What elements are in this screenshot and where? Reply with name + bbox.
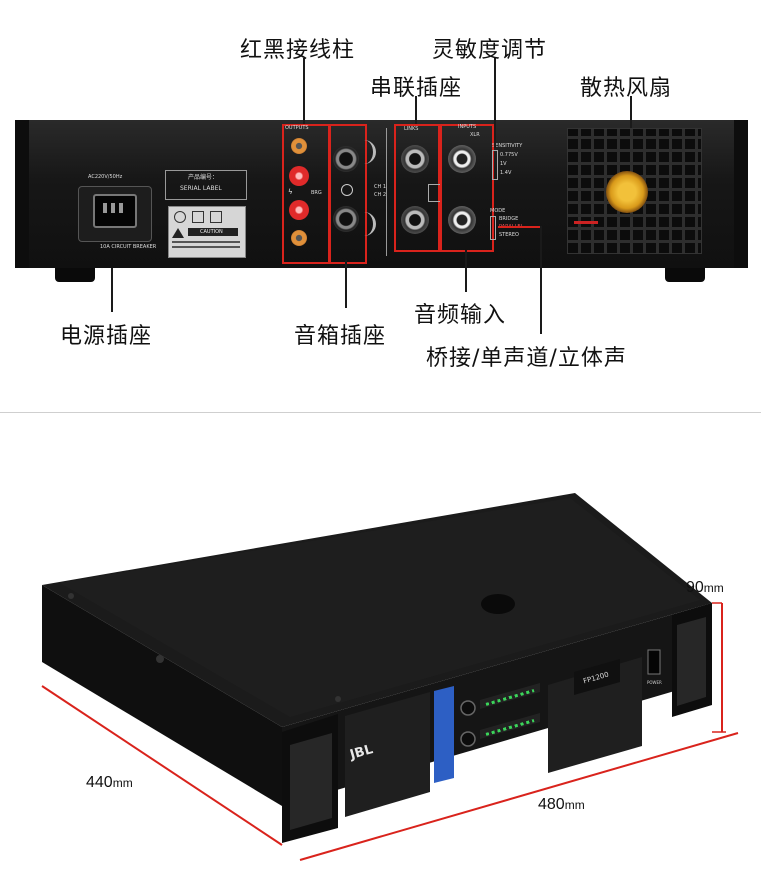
sensitivity-option: 0.775V [500, 152, 518, 158]
callout-red-black-terminals: 红黑接线柱 [240, 38, 356, 63]
callout-line [415, 96, 417, 124]
breaker-label: 10A CIRCUIT BREAKER [100, 244, 157, 250]
serial-title: 产品编号： [188, 174, 219, 181]
lightning-icon: ϟ [288, 188, 293, 196]
rack-ear-right [734, 120, 748, 268]
ch1-label: CH 1 [374, 184, 387, 190]
gain-knob-ch2 [460, 731, 476, 747]
xlr-input-socket-ch1[interactable] [448, 145, 476, 173]
callout-sensitivity-adjust: 灵敏度调节 [432, 38, 548, 63]
cooling-fan-grille [567, 128, 702, 254]
certification-icon [174, 211, 186, 223]
foot-right [665, 268, 705, 282]
power-inlet[interactable] [93, 194, 137, 228]
warning-triangle-icon [172, 228, 184, 238]
gain-knob-ch1 [460, 700, 476, 716]
depth-dimension-label: 440mm [86, 774, 133, 791]
callout-line [345, 260, 347, 308]
outputs-label: OUTPUTS [285, 125, 309, 131]
foot-left [55, 268, 95, 282]
dimension-depth-line [41, 685, 283, 846]
sensitivity-switch[interactable] [492, 150, 498, 180]
xlr-link-socket-ch1[interactable] [401, 145, 429, 173]
links-label: LINKS [404, 126, 419, 132]
sensitivity-label: SENSITIVITY [492, 143, 523, 149]
power-pin [111, 203, 115, 213]
warning-text-line [172, 246, 240, 248]
chassis-side [42, 585, 282, 806]
front-grille-right [548, 657, 642, 773]
callout-mode-switch: 桥接/单声道/立体声 [426, 346, 627, 371]
ac-input-label: AC220V/50Hz [88, 174, 123, 180]
model-badge [574, 659, 620, 695]
serial-label-text: SERIAL LABEL [180, 185, 222, 192]
ch2-label: CH 2 [374, 192, 387, 198]
arrow-arc-icon [363, 212, 376, 236]
sensitivity-option: 1V [500, 161, 507, 167]
arrow-arc-icon [363, 140, 376, 164]
caution-bar [188, 228, 238, 236]
fan-icon [606, 171, 648, 213]
mode-selector-icon [341, 184, 353, 196]
callout-speaker-socket: 音箱插座 [294, 324, 387, 349]
mode-label: MODE [490, 208, 506, 214]
binding-post-black[interactable] [291, 138, 307, 154]
xlr-input-socket-ch2[interactable] [448, 206, 476, 234]
mode-option: STEREO [499, 232, 519, 238]
series-socket-highlight [394, 124, 440, 252]
callout-cooling-fan: 散热风扇 [580, 76, 673, 101]
serial-label-box [165, 170, 247, 200]
caution-text: CAUTION [200, 229, 223, 235]
callout-line [303, 58, 305, 124]
width-dimension-label: 480mm [538, 796, 585, 813]
ventilation-dome [481, 594, 515, 614]
callout-line [494, 58, 496, 148]
xlr-link-socket-ch2[interactable] [401, 206, 429, 234]
callout-line [630, 96, 632, 128]
callout-power-socket: 电源插座 [60, 324, 153, 349]
sensitivity-option: 1.4V [500, 170, 512, 176]
speakon-socket-ch1[interactable] [333, 146, 359, 172]
binding-post-red[interactable] [289, 200, 309, 220]
control-strip [434, 686, 454, 783]
inputs-label: INPUTS [458, 124, 477, 130]
warning-text-line [172, 241, 240, 243]
xlr-label: XLR [470, 132, 480, 138]
callout-series-socket: 串联插座 [370, 76, 463, 101]
power-switch [647, 649, 661, 675]
divider-line [386, 128, 387, 256]
front-grille-left [345, 692, 430, 817]
amplifier-3d-view [41, 493, 739, 861]
mode-callout-tick [498, 226, 541, 228]
fan-wire [574, 221, 598, 224]
mode-option: BRIDGE [499, 216, 519, 222]
speaker-socket-highlight [329, 124, 367, 264]
power-pin [119, 203, 123, 213]
mode-switch[interactable] [490, 216, 496, 240]
callout-line [540, 226, 542, 334]
bin-icon [210, 211, 222, 223]
callout-line [465, 250, 467, 292]
section-divider [0, 412, 761, 413]
speakon-socket-ch2[interactable] [333, 206, 359, 232]
binding-post-black[interactable] [291, 230, 307, 246]
callout-audio-input: 音频输入 [414, 303, 507, 328]
power-pin [103, 203, 107, 213]
rack-ear-left [15, 120, 29, 268]
height-dimension-label: 90mm [686, 579, 724, 596]
dimension-width-line [299, 732, 739, 861]
callout-line [111, 268, 113, 312]
audio-input-highlight [440, 124, 494, 252]
brg-label: BRG [311, 190, 322, 196]
binding-post-red[interactable] [289, 166, 309, 186]
power-label: POWER [647, 680, 662, 685]
recycle-icon [192, 211, 204, 223]
